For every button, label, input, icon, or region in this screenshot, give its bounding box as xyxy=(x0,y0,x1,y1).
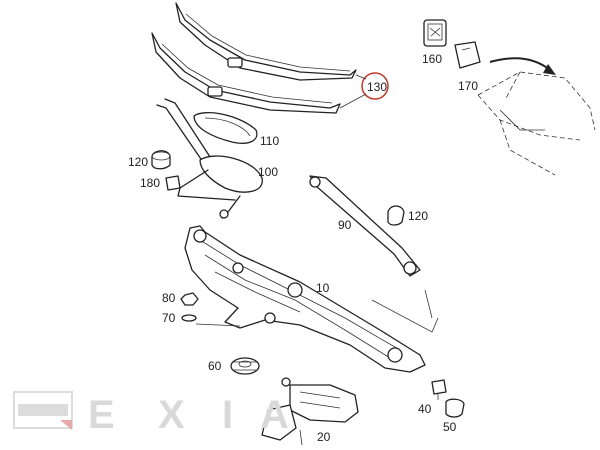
nut-80 xyxy=(180,292,199,306)
callout-80: 80 xyxy=(162,291,176,305)
clip-180 xyxy=(165,175,181,191)
cap-120-second xyxy=(387,205,405,226)
sensor-bracket-170 xyxy=(454,41,481,69)
washer-70 xyxy=(181,314,197,322)
callout-100: 100 xyxy=(258,165,278,179)
watermark-letter-i: I xyxy=(222,393,233,437)
wiper-motor-20 xyxy=(261,377,359,446)
callout-90: 90 xyxy=(338,218,352,232)
wiper-arm-100 xyxy=(156,98,263,219)
callout-10: 10 xyxy=(316,281,330,295)
watermark-letter-x: X xyxy=(158,393,185,437)
callout-70: 70 xyxy=(162,311,176,325)
rain-sensor-160 xyxy=(423,19,447,47)
watermark-letter-e: E xyxy=(88,393,115,437)
callout-20: 20 xyxy=(317,430,331,444)
watermark-letter-a: A xyxy=(260,393,289,437)
callout-130: 130 xyxy=(367,80,387,94)
highlight-circle xyxy=(361,72,389,100)
cap-120 xyxy=(151,150,171,170)
watermark-letters: E X I A xyxy=(88,393,289,437)
grommet-50 xyxy=(445,398,465,418)
callout-180: 180 xyxy=(140,176,160,190)
gear-60 xyxy=(230,357,260,375)
bolt-40 xyxy=(431,379,447,400)
wiper-insert-110 xyxy=(193,112,258,144)
callout-50: 50 xyxy=(443,420,457,434)
watermark-logo: EXIA xyxy=(13,391,73,430)
callout-110: 110 xyxy=(260,134,279,148)
callout-120-second: 120 xyxy=(408,209,428,223)
callout-60: 60 xyxy=(208,359,222,373)
linkage-rod-90 xyxy=(309,175,421,277)
vehicle-outline xyxy=(477,71,596,176)
wiper-frame-10 xyxy=(184,225,439,373)
watermark-logo-text: EXIA xyxy=(22,406,45,417)
callout-120: 120 xyxy=(128,155,148,169)
wiper-blade-130 xyxy=(151,2,357,114)
callout-160: 160 xyxy=(422,52,442,66)
callout-170: 170 xyxy=(458,79,478,93)
callout-40: 40 xyxy=(418,402,432,416)
